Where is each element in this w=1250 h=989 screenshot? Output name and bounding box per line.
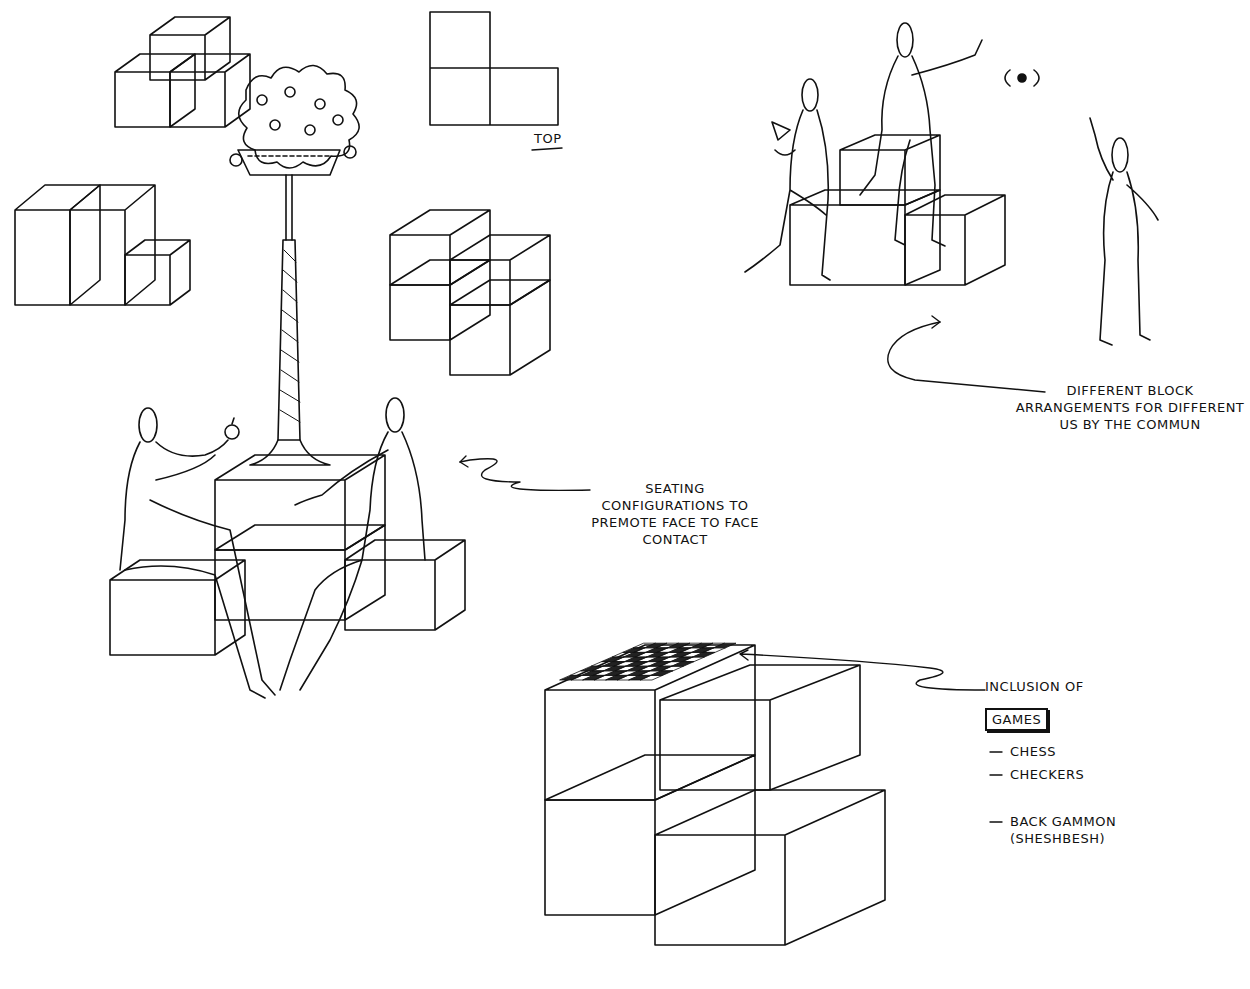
board-square — [691, 643, 713, 648]
boxed-heading: GAMES — [985, 708, 1048, 731]
block-sketches — [15, 17, 1005, 945]
board-square — [627, 666, 649, 671]
board-square — [581, 666, 603, 671]
board-square — [704, 648, 726, 653]
leader-lines — [460, 316, 1045, 822]
block-cube — [450, 280, 550, 375]
board-square — [669, 648, 691, 653]
block-cube — [545, 645, 755, 800]
board-square — [606, 675, 628, 680]
block-cube — [390, 210, 490, 285]
board-square — [583, 675, 605, 680]
top-view — [430, 12, 562, 150]
block-cube — [125, 240, 190, 305]
board-square — [604, 666, 626, 671]
board-square — [668, 643, 690, 648]
board-square — [624, 652, 646, 657]
annotation-text: SEATING CONFIGURATIONS TO PREMOTE FACE T… — [585, 480, 765, 548]
board-square — [647, 652, 669, 657]
board-square — [683, 657, 705, 662]
annotation-text: BACK GAMMON (SHESHBESH) — [1010, 813, 1140, 847]
block-cube — [655, 790, 885, 945]
block-cube — [390, 260, 490, 340]
board-square — [603, 662, 625, 667]
community-figures — [745, 23, 1158, 345]
annotation-text: INCLUSION OF — [985, 678, 1125, 695]
tree-planter — [230, 65, 359, 465]
board-square — [648, 657, 670, 662]
annotation-text: CHESS — [1010, 743, 1130, 760]
board-square — [625, 657, 647, 662]
block-cube — [170, 54, 250, 127]
board-square — [602, 657, 624, 662]
block-cube — [215, 525, 385, 620]
board-square — [672, 662, 694, 667]
block-cube — [450, 235, 550, 305]
board-square — [671, 657, 693, 662]
board-square — [628, 671, 650, 676]
board-square — [670, 652, 692, 657]
board-square — [714, 643, 736, 648]
block-cube — [660, 665, 860, 790]
block-cube — [15, 185, 100, 305]
seated-figures — [120, 398, 425, 698]
board-square — [623, 648, 645, 653]
board-square — [560, 675, 582, 680]
board-square — [649, 662, 671, 667]
checkerboard — [560, 643, 736, 680]
annotation-text: TOP — [534, 130, 574, 147]
board-square — [641, 675, 663, 680]
block-cube — [115, 54, 195, 127]
annotation-text: DIFFERENT BLOCK ARRANGEMENTS FOR DIFFERE… — [1010, 382, 1250, 433]
board-square — [646, 648, 668, 653]
board-square — [645, 643, 667, 648]
block-cube — [150, 17, 230, 80]
block-cube — [70, 185, 155, 305]
node-text: GAMES — [992, 711, 1041, 728]
board-square — [650, 666, 672, 671]
block-cube — [905, 195, 1005, 285]
board-square — [605, 671, 627, 676]
board-square — [629, 675, 651, 680]
board-square — [626, 662, 648, 667]
board-square — [651, 671, 673, 676]
board-square — [692, 648, 714, 653]
board-square — [582, 671, 604, 676]
board-square — [693, 652, 715, 657]
annotation-text: CHECKERS — [1010, 766, 1130, 783]
block-cube — [840, 135, 940, 205]
board-square — [662, 666, 684, 671]
